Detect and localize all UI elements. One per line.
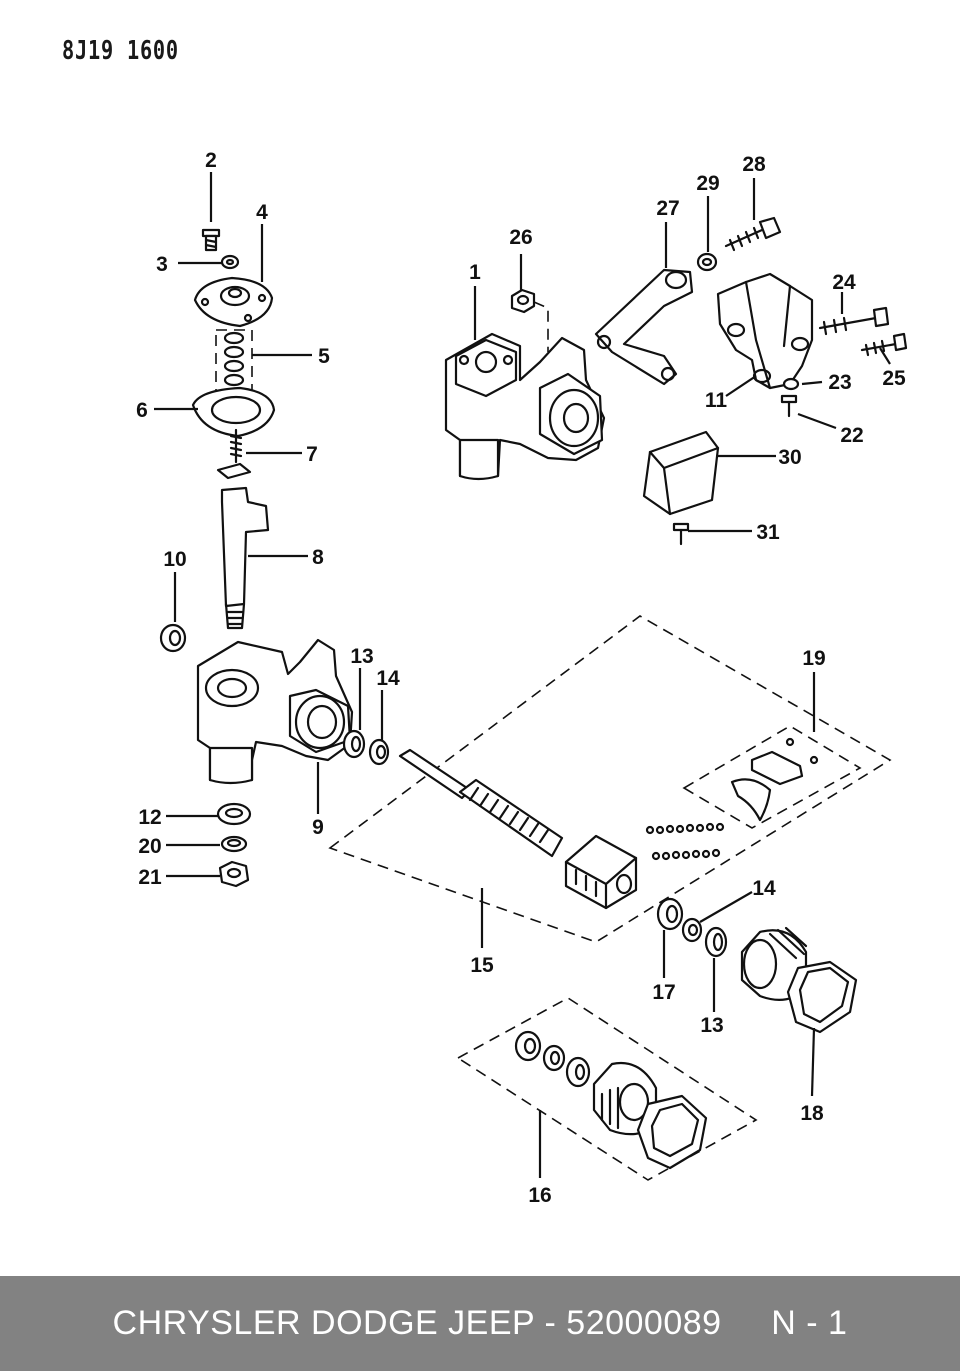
part-10-seal xyxy=(159,623,187,653)
part-5-bearing-set xyxy=(215,329,253,393)
callout-13-upper: 13 xyxy=(350,645,373,668)
part-23-washer xyxy=(782,377,800,391)
part-4-cover xyxy=(193,276,274,328)
callout-12: 12 xyxy=(138,806,161,829)
callout-28: 28 xyxy=(742,153,766,176)
part-12-washer xyxy=(216,802,252,826)
callout-16: 16 xyxy=(528,1184,551,1207)
footer-caption: CHRYSLER DODGE JEEP - 52000089 N - 1 xyxy=(112,1304,848,1342)
callout-14-upper: 14 xyxy=(376,667,400,690)
callout-20: 20 xyxy=(138,835,161,858)
callout-18: 18 xyxy=(800,1102,824,1125)
part-11-bracket xyxy=(716,272,814,390)
callout-3: 3 xyxy=(156,253,168,276)
callout-11: 11 xyxy=(705,389,728,412)
part-20-lock-washer xyxy=(220,835,248,853)
callout-22: 22 xyxy=(840,424,863,447)
callout-27: 27 xyxy=(656,197,679,220)
part-31-screw xyxy=(672,522,690,546)
part-13-ring-lower xyxy=(704,926,728,958)
part-29-washer xyxy=(696,252,718,272)
callout-13-lower: 13 xyxy=(700,1014,723,1037)
part-30-shield xyxy=(642,430,720,516)
part-28-bolt xyxy=(724,216,782,252)
part-17-seal xyxy=(656,897,684,931)
part-27-brace xyxy=(594,268,694,386)
callout-23: 23 xyxy=(828,371,851,394)
part-7-adjuster xyxy=(216,428,252,480)
diagram-code: 8J19 1600 xyxy=(62,36,179,66)
callout-8: 8 xyxy=(312,546,324,569)
callout-21: 21 xyxy=(138,866,162,889)
callout-5: 5 xyxy=(318,345,330,368)
callout-7: 7 xyxy=(306,443,318,466)
callout-10: 10 xyxy=(163,548,186,571)
part-6-gasket xyxy=(191,386,276,438)
callout-24: 24 xyxy=(832,271,856,294)
part-14-bearing-upper xyxy=(368,738,390,766)
callout-numbers: 2 3 4 5 6 7 8 10 9 12 20 21 13 14 15 19 … xyxy=(136,149,906,1207)
part-3-nut xyxy=(220,254,240,270)
callout-17: 17 xyxy=(652,981,675,1004)
callout-19: 19 xyxy=(802,647,825,670)
ball-bearings xyxy=(645,822,725,861)
part-19-ball-guide xyxy=(682,725,862,829)
part-21-nut xyxy=(218,860,250,888)
part-15-worm-assembly xyxy=(328,615,892,943)
leader-lines xyxy=(154,172,891,1178)
part-22-screw xyxy=(780,394,798,418)
part-8-sector-shaft xyxy=(220,486,270,630)
callout-26: 26 xyxy=(509,226,532,249)
part-14-bearing-lower xyxy=(681,917,703,943)
part-18-locknut xyxy=(786,960,858,1034)
callout-29: 29 xyxy=(696,172,719,195)
part-9-housing xyxy=(196,638,354,785)
part-1-steering-gear xyxy=(444,332,606,481)
part-24-bolt xyxy=(818,306,890,336)
part-26-nut xyxy=(510,288,536,314)
callout-2: 2 xyxy=(205,149,217,172)
callout-31: 31 xyxy=(756,521,780,544)
footer-caption-bar: CHRYSLER DODGE JEEP - 52000089 N - 1 xyxy=(0,1276,960,1371)
exploded-view-diagram: 2 3 4 5 6 7 8 10 9 12 20 21 13 14 15 19 … xyxy=(136,149,908,1207)
part-26-install-path xyxy=(533,301,549,352)
part-16-adjuster-group xyxy=(456,997,758,1181)
callout-14-lower: 14 xyxy=(752,877,776,900)
callout-9: 9 xyxy=(312,816,324,839)
callout-1: 1 xyxy=(469,261,481,284)
callout-6: 6 xyxy=(136,399,148,422)
callout-15: 15 xyxy=(470,954,494,977)
part-25-bolt xyxy=(860,332,908,357)
callout-4: 4 xyxy=(256,201,268,224)
callout-25: 25 xyxy=(882,367,906,390)
part-2-screw xyxy=(201,228,221,252)
callout-30: 30 xyxy=(778,446,801,469)
part-13-ring-upper xyxy=(342,729,366,759)
